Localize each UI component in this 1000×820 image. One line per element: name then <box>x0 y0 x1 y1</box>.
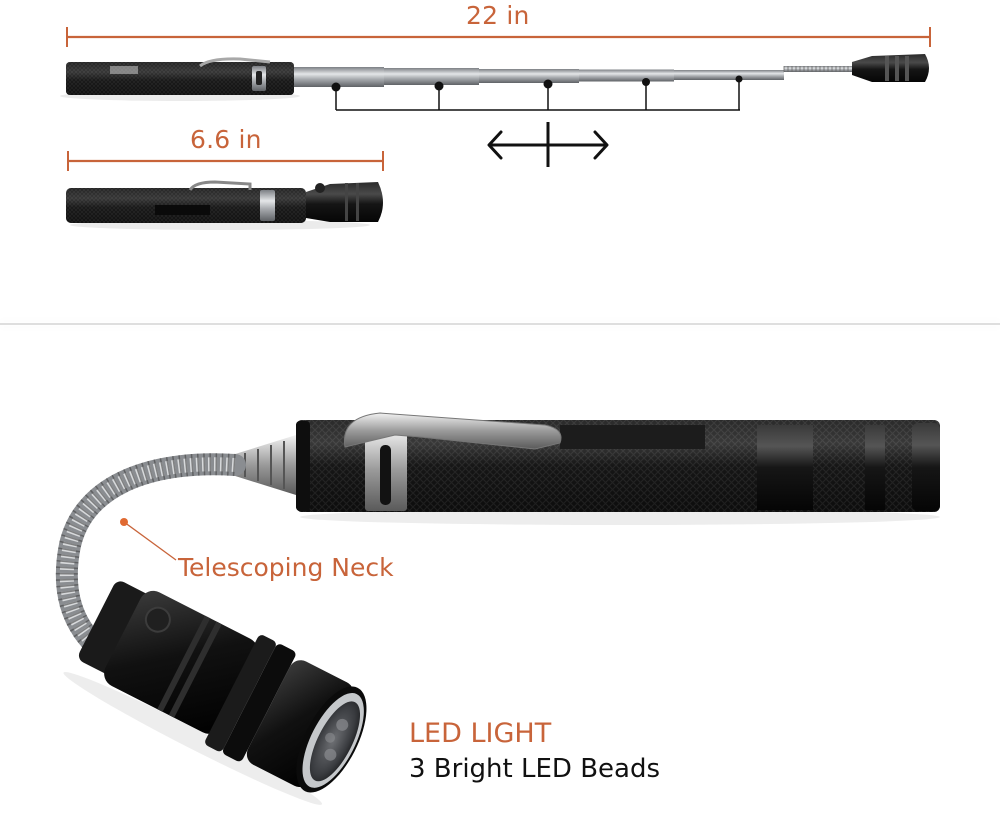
extended-length-label: 22 in <box>466 1 530 30</box>
collapsed-flashlight-image <box>66 180 383 230</box>
flashlight-closeup-image <box>55 412 940 805</box>
collapsed-length-label: 6.6 in <box>190 125 262 154</box>
panel-divider <box>0 323 1000 325</box>
extended-flashlight-image <box>60 54 929 101</box>
segment-markers <box>331 75 743 111</box>
led-feature-description: 3 Bright LED Beads <box>409 754 661 784</box>
double-arrow-extend-icon <box>487 122 609 167</box>
collapsed-dimension-line <box>67 151 384 171</box>
extended-dimension-line <box>66 27 931 47</box>
led-feature-title: LED LIGHT <box>409 718 552 749</box>
telescoping-neck-callout: Telescoping Neck <box>178 553 394 582</box>
